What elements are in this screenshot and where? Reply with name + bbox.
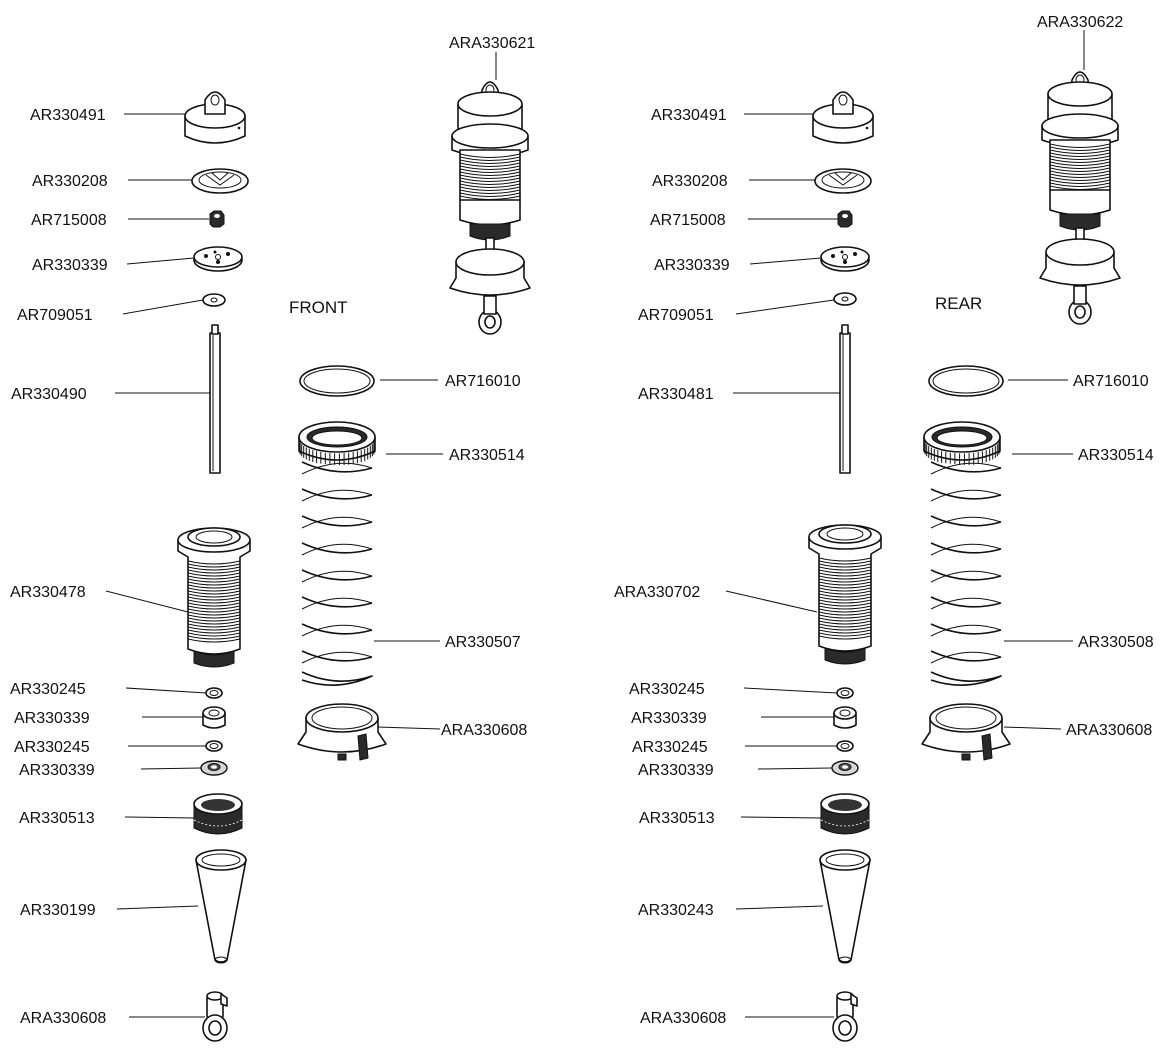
rear-oring1-part [836,687,854,699]
front-label-collar: AR330514 [449,447,525,464]
rear-collar-part [923,421,1001,467]
section-label-rear: REAR [935,294,982,313]
rear-label-rod-end: ARA330608 [640,1010,726,1027]
rear-seal-part [831,760,859,776]
front-label-spring: AR330507 [445,634,521,651]
front-boot-part [195,849,247,964]
rear-cap-part [812,91,874,144]
rear-body-part [808,524,882,665]
rear-shaft-part [839,324,851,474]
front-label-cap: AR330491 [30,107,106,124]
front-label-spring-cup: ARA330608 [441,722,527,739]
front-label-body: AR330478 [10,584,86,601]
rear-label-collar: AR330514 [1078,447,1154,464]
front-label-seal: AR330339 [19,762,95,779]
rear-leader-lines [725,30,1085,1018]
front-label-oring1: AR330245 [10,681,86,698]
rear-boot-part [819,849,871,964]
rear-bottom-cap-part [820,793,870,835]
rear-label-washer: AR709051 [638,307,714,324]
rear-label-spring-oring: AR716010 [1073,373,1149,390]
rear-label-piston: AR330339 [654,257,730,274]
front-label-washer: AR709051 [17,307,93,324]
rear-oring2-part [836,740,854,752]
front-oring2-part [205,740,223,752]
rear-spring-oring-part [928,365,1004,397]
front-piston-part [193,246,243,272]
rear-spring-part [930,461,1002,686]
front-shaft-part [209,324,221,474]
rear-label-body: ARA330702 [614,584,700,601]
front-bushing-part [202,706,226,729]
front-seal-part [200,760,228,776]
rear-label-oring1: AR330245 [629,681,705,698]
front-parts [177,81,531,1042]
rear-bushing-part [833,706,857,729]
front-spring-part [301,461,373,686]
rear-label-seal: AR330339 [638,762,714,779]
front-rod-end-part [202,991,228,1042]
front-label-shaft: AR330490 [11,386,87,403]
front-membrane-part [191,168,249,194]
front-label-rod-end: ARA330608 [20,1010,106,1027]
rear-label-spring-cup: ARA330608 [1066,722,1152,739]
rear-rod-end-part [832,991,858,1042]
rear-spring-cup-part [921,703,1011,761]
rear-labels: ARA330622 AR330491 AR330208 AR715008 AR3… [614,14,1154,1027]
rear-nut-part [837,210,853,228]
rear-piston-part [820,246,870,272]
front-label-bottom-cap: AR330513 [19,810,95,827]
rear-label-spring: AR330508 [1078,634,1154,651]
rear-label-shaft: AR330481 [638,386,714,403]
front-collar-part [298,421,376,467]
front-body-part [177,527,251,668]
front-label-spring-oring: AR716010 [445,373,521,390]
rear-membrane-part [814,168,872,194]
front-oring1-part [205,687,223,699]
front-labels: ARA330621 AR330491 AR330208 AR715008 AR3… [10,35,535,1027]
rear-assembled-shock [1039,71,1121,325]
front-label-bushing: AR330339 [14,710,90,727]
rear-label-bottom-cap: AR330513 [639,810,715,827]
front-label-oring2: AR330245 [14,739,90,756]
rear-label-cap: AR330491 [651,107,727,124]
rear-washer-part [833,292,857,306]
front-label-nut: AR715008 [31,212,107,229]
front-assembled-shock [449,81,531,335]
rear-label-oring2: AR330245 [632,739,708,756]
section-label-front: FRONT [289,298,348,317]
front-nut-part [209,210,225,228]
rear-label-boot: AR330243 [638,902,714,919]
front-label-assembly: ARA330621 [449,35,535,52]
front-label-piston: AR330339 [32,257,108,274]
rear-label-nut: AR715008 [650,212,726,229]
rear-label-bushing: AR330339 [631,710,707,727]
rear-parts [808,71,1121,1042]
front-spring-oring-part [299,365,375,397]
front-washer-part [202,293,226,307]
front-label-membrane: AR330208 [32,173,108,190]
front-bottom-cap-part [193,793,243,835]
front-spring-cup-part [297,703,387,761]
rear-label-assembly: ARA330622 [1037,14,1123,31]
front-cap-part [184,91,246,144]
front-leader-lines [105,52,497,1018]
front-label-boot: AR330199 [20,902,96,919]
rear-label-membrane: AR330208 [652,173,728,190]
